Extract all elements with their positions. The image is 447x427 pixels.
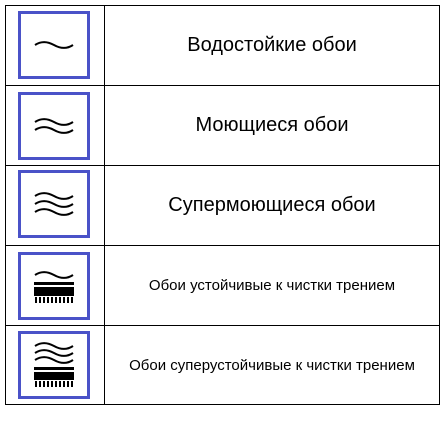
table-row: Обои устойчивые к чистки трением [6, 246, 439, 326]
two-waves-icon [18, 92, 90, 160]
row-label: Обои устойчивые к чистки трением [148, 277, 396, 294]
icon-cell [6, 6, 105, 85]
wave-brush-icon [18, 252, 90, 320]
row-label: Моющиеся обои [195, 114, 349, 136]
three-waves-icon [18, 170, 90, 238]
row-label: Обои суперустойчивые к чистки трением [129, 356, 415, 374]
icon-cell [6, 326, 105, 404]
row-label: Супермоющиеся обои [168, 194, 376, 216]
table-row: Супермоющиеся обои [6, 166, 439, 246]
row-label: Водостойкие обои [187, 34, 357, 56]
icon-cell [6, 166, 105, 245]
wallpaper-symbols-table: Водостойкие обои Моющиеся обои Су [5, 5, 440, 405]
one-wave-icon [18, 11, 90, 79]
table-row: Моющиеся обои [6, 86, 439, 166]
three-waves-brush-icon [18, 331, 90, 399]
table-row: Водостойкие обои [6, 6, 439, 86]
icon-cell [6, 86, 105, 165]
icon-cell [6, 246, 105, 325]
table-row: Обои суперустойчивые к чистки трением [6, 326, 439, 404]
